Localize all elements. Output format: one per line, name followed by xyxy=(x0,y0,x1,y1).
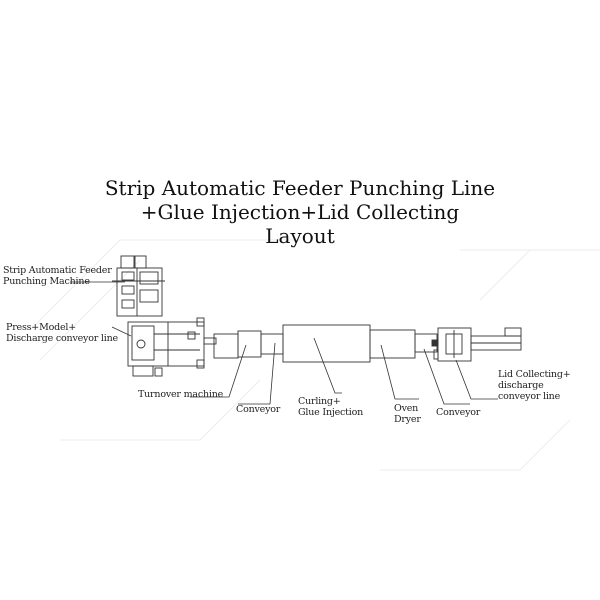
lid-collecting-machine xyxy=(431,327,522,362)
title-line-1: Strip Automatic Feeder Punching Line xyxy=(104,176,496,200)
title-line-2: +Glue Injection+Lid Collecting xyxy=(140,200,460,224)
label-oven-line1: Oven xyxy=(394,403,419,414)
label-curling-line1: Curling+ xyxy=(298,396,341,407)
label-feeder-line1: Strip Automatic Feeder xyxy=(3,265,112,276)
label-lid-line1: Lid Collecting+ xyxy=(498,369,571,380)
label-feeder-line2: Punching Machine xyxy=(3,276,90,287)
label-press-line1: Press+Model+ xyxy=(6,322,77,333)
label-conveyor-2: Conveyor xyxy=(436,407,481,418)
label-lid-line3: conveyor line xyxy=(498,391,561,402)
conveyor-box xyxy=(237,330,262,358)
oven-dryer xyxy=(369,329,416,359)
title-line-3: Layout xyxy=(265,224,335,248)
label-oven-line2: Dryer xyxy=(394,414,421,425)
diagram-title: Strip Automatic Feeder Punching Line +Gl… xyxy=(0,176,600,248)
leader-lines xyxy=(70,281,498,405)
label-press-line2: Discharge conveyor line xyxy=(6,333,118,344)
label-lid-line2: discharge xyxy=(498,380,544,391)
curling-glue-unit xyxy=(282,324,371,363)
label-curling-line2: Glue Injection xyxy=(298,407,364,418)
main-line xyxy=(213,324,438,363)
label-conveyor-1: Conveyor xyxy=(236,404,281,415)
turnover-block xyxy=(213,333,239,359)
label-turnover: Turnover machine xyxy=(138,389,224,400)
watermark-lines xyxy=(29,239,600,471)
feeder-punching-machine xyxy=(112,255,165,317)
press-machine xyxy=(127,317,217,377)
